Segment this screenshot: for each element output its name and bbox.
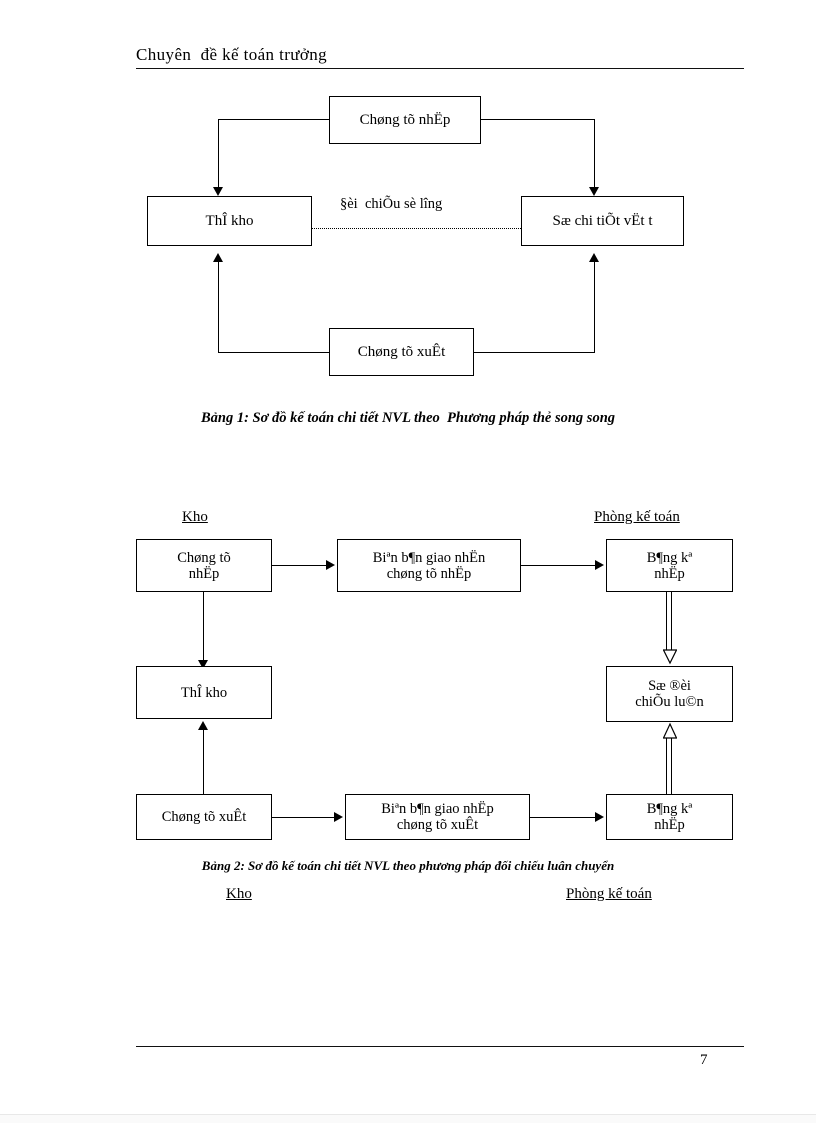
page-number: 7 [700, 1052, 708, 1068]
d2-hollow-arrow-up-icon [663, 722, 677, 739]
diagram-2-caption: Bảng 2: Sơ đồ kế toán chi tiết NVL theo … [201, 858, 615, 873]
d2-edge-r3-c2-c3 [530, 817, 597, 819]
header-rule [136, 68, 744, 69]
d2-node-chung-tu-xuat: Chøng tõ xuÊt [136, 794, 272, 840]
document-header: Chuyên đề kế toán trưởng [136, 44, 744, 69]
d1-edge-top-to-right-v [594, 119, 596, 189]
d2-colheader-bottom-phong-ke-toan: Phòng kế toán [566, 886, 652, 902]
d2-node-bien-ban-giao-nhan-nhap: Biªn b¶n giao nhËn chøng tõ nhËp [337, 539, 521, 592]
d1-edge-bottom-to-left-v [218, 262, 220, 353]
d1-arrowhead-to-the-kho [213, 187, 223, 196]
d2-arrowhead-up-the-kho [198, 721, 208, 730]
d2-arrowhead-r3-c2-c3 [595, 812, 604, 822]
diagram-1-caption: Bảng 1: Sơ đồ kế toán chi tiết NVL theo … [200, 410, 616, 426]
d1-edge-top-to-left-v [218, 119, 220, 189]
d1-node-the-kho: ThÎ kho [147, 196, 312, 246]
diagram-1: Chøng tõ nhËp ThÎ kho Sæ chi tiÕt vËt t … [0, 0, 816, 426]
d2-edge-r1-c1-c2 [272, 565, 328, 567]
d1-edge-top-to-right-h [480, 119, 595, 121]
d2-edge-r3-c1-c2 [272, 817, 336, 819]
d2-node-so-doi-chieu-luan: Sæ ®èi chiÕu lu©n [606, 666, 733, 722]
d2-edge-r1-c2-c3 [521, 565, 597, 567]
header-title: Chuyên đề kế toán trưởng [136, 45, 328, 64]
d2-arrowhead-r1-c1-c2 [326, 560, 335, 570]
d1-node-chung-tu-nhap: Chøng tõ nhËp [329, 96, 481, 144]
d1-edge-label-doi-chieu: §èi chiÕu sè lîng [337, 196, 446, 213]
d2-edge-bangke-to-sodoichieu [663, 592, 677, 666]
d2-edge-xuat-to-the-kho [203, 730, 205, 794]
d2-node-chung-tu-nhap: Chøng tõ nhËp [136, 539, 272, 592]
d2-edge-bangke-bottom-to-sodoichieu [663, 722, 677, 798]
d1-edge-bottom-to-left-h [218, 352, 330, 354]
d1-node-so-chi-tiet-vat-tu: Sæ chi tiÕt vËt t [521, 196, 684, 246]
d1-edge-bottom-to-right-v [594, 262, 596, 353]
d1-node-chung-tu-xuat: Chøng tõ xuÊt [329, 328, 474, 376]
page-bottom-edge [0, 1114, 816, 1123]
d2-colheader-top-kho: Kho [182, 509, 208, 525]
d1-edge-bottom-to-right-h [473, 352, 595, 354]
d2-arrowhead-r1-c2-c3 [595, 560, 604, 570]
d1-dotted-compare-line [312, 228, 521, 229]
d2-node-bien-ban-giao-nhap-xuat: Biªn b¶n giao nhËp chøng tõ xuÊt [345, 794, 530, 840]
d1-arrowhead-up-to-so-chi-tiet [589, 253, 599, 262]
diagram-2: Kho Phòng kế toán Chøng tõ nhËp Biªn b¶n… [136, 509, 733, 902]
d2-node-bang-ke-nhap-top: B¶ng kª nhËp [606, 539, 733, 592]
d2-colheader-bottom-kho: Kho [226, 886, 252, 902]
d2-arrowhead-r3-c1-c2 [334, 812, 343, 822]
footer-rule [136, 1046, 744, 1047]
d1-arrowhead-up-to-the-kho [213, 253, 223, 262]
d2-node-the-kho: ThÎ kho [136, 666, 272, 719]
d2-node-bang-ke-nhap-bottom: B¶ng kª nhËp [606, 794, 733, 840]
d2-arrowhead-to-the-kho [198, 660, 208, 669]
d2-hollow-arrow-down-icon [663, 649, 677, 665]
d2-edge-nhap-to-the-kho [203, 592, 205, 664]
d2-colheader-top-phong-ke-toan: Phòng kế toán [594, 509, 680, 525]
d1-edge-top-to-left-h [218, 119, 330, 121]
d1-arrowhead-to-so-chi-tiet [589, 187, 599, 196]
